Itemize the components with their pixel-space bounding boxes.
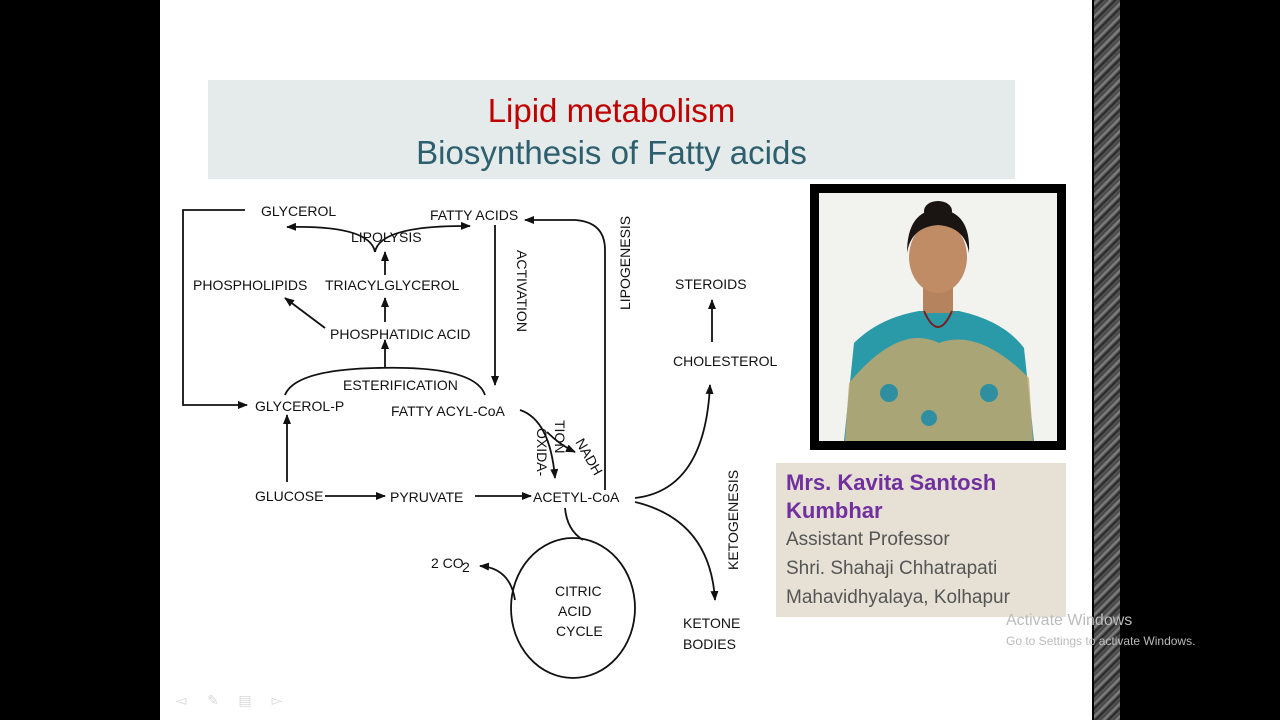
- previous-slide-icon[interactable]: ◅: [175, 692, 187, 708]
- label-fatty-acids: FATTY ACIDS: [430, 207, 518, 223]
- presenter-name: Mrs. Kavita Santosh: [786, 470, 997, 495]
- slide-edge: [1088, 0, 1092, 720]
- pen-icon[interactable]: ✎: [207, 692, 219, 708]
- citric-acid-cycle-circle: [510, 537, 636, 679]
- next-slide-icon[interactable]: ▻: [271, 692, 283, 708]
- label-phosphatidic-acid: PHOSPHATIDIC ACID: [330, 326, 471, 342]
- label-esterification: ESTERIFICATION: [343, 377, 458, 393]
- title-box: Lipid metabolism Biosynthesis of Fatty a…: [208, 80, 1015, 179]
- label-ketone: KETONE: [683, 615, 740, 631]
- label-acetyl-coa: ACETYL-CoA: [533, 489, 620, 505]
- label-nadh: NADH: [572, 436, 606, 478]
- glycerol-loop-line: [182, 209, 248, 409]
- presenter-photo: [819, 193, 1057, 441]
- label-bodies: BODIES: [683, 636, 736, 652]
- cycle-to-co2: [479, 562, 516, 601]
- lipolysis-curve-left: [286, 222, 376, 253]
- label-fatty-acyl-coa: FATTY ACYL-CoA: [391, 403, 506, 419]
- slide-title: Lipid metabolism: [487, 92, 736, 129]
- label-pyruvate: PYRUVATE: [390, 489, 463, 505]
- menu-icon[interactable]: ▤: [238, 692, 252, 708]
- decorative-side-bar: [1094, 0, 1120, 720]
- presenter-info-box: Mrs. Kavita Santosh Kumbhar Assistant Pr…: [776, 463, 1066, 617]
- label-tion: TION: [552, 420, 568, 453]
- activate-windows-subtitle: Go to Settings to activate Windows.: [1006, 634, 1196, 648]
- label-phospholipids: PHOSPHOLIPIDS: [193, 277, 307, 293]
- acetyl-to-ketone: [634, 501, 719, 601]
- label-glycerol: GLYCEROL: [261, 203, 336, 219]
- lipolysis-curve: [374, 221, 471, 253]
- phosphatidic-to-phospholipids: [284, 297, 326, 329]
- label-lipogenesis: LIPOGENESIS: [617, 216, 633, 310]
- label-glycerol-p: GLYCEROL-P: [255, 398, 344, 414]
- label-co2-sub: 2: [462, 559, 470, 575]
- lipid-metabolism-diagram: GLYCEROL FATTY ACIDS LIPOLYSIS PHOSPHOLI…: [182, 203, 777, 679]
- activate-windows-watermark: Activate Windows Go to Settings to activ…: [1006, 612, 1195, 648]
- label-co2: 2 CO: [431, 555, 464, 571]
- label-lipolysis: LIPOLYSIS: [351, 229, 422, 245]
- slide-subtitle: Biosynthesis of Fatty acids: [416, 134, 807, 171]
- slide: Lipid metabolism Biosynthesis of Fatty a…: [160, 0, 1088, 720]
- presenter-surname: Kumbhar: [786, 498, 883, 523]
- acetyl-to-cycle: [564, 507, 584, 541]
- label-glucose: GLUCOSE: [255, 488, 323, 504]
- presenter-institution-line1: Shri. Shahaji Chhatrapati: [786, 558, 998, 579]
- label-activation: ACTIVATION: [514, 250, 530, 332]
- label-cycle: CYCLE: [556, 623, 603, 639]
- label-ketogenesis: KETOGENESIS: [725, 470, 741, 570]
- label-triacylglycerol: TRIACYLGLYCEROL: [325, 277, 460, 293]
- nadh-branch: [546, 431, 576, 453]
- oxidation-curve: [519, 409, 559, 479]
- presenter-role: Assistant Professor: [786, 529, 950, 550]
- label-oxida: OXIDA-: [534, 428, 550, 477]
- lipogenesis-arrow: [524, 216, 606, 490]
- esterification-curve: [284, 366, 486, 396]
- label-steroids: STEROIDS: [675, 276, 747, 292]
- acetyl-to-cholesterol: [634, 384, 714, 499]
- label-acid: ACID: [558, 603, 591, 619]
- label-citric: CITRIC: [555, 583, 602, 599]
- label-cholesterol: CHOLESTEROL: [673, 353, 777, 369]
- presenter-institution-line2: Mahavidhyalaya, Kolhapur: [786, 587, 1010, 608]
- activate-windows-title: Activate Windows: [1006, 612, 1133, 629]
- presentation-controls: ◅ ✎ ▤ ▻: [170, 692, 288, 708]
